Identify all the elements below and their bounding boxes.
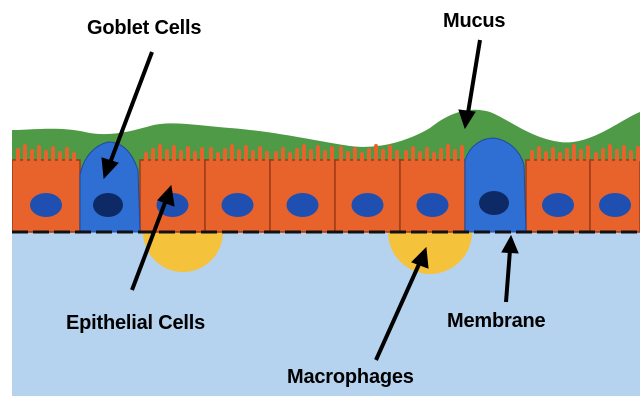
microvillus <box>360 152 364 162</box>
microvillus <box>608 144 612 162</box>
microvillus <box>265 151 269 162</box>
microvillus <box>23 144 27 162</box>
microvillus <box>537 146 541 162</box>
microvillus <box>453 149 457 162</box>
microvillus <box>558 152 562 162</box>
microvillus <box>58 151 62 162</box>
microvillus <box>411 146 415 162</box>
microvillus <box>193 151 197 162</box>
microvillus <box>323 150 327 162</box>
mucus-arrow <box>468 40 480 113</box>
microvillus <box>636 146 640 162</box>
microvillus <box>629 150 633 162</box>
microvillus <box>309 149 313 162</box>
microvillus <box>281 147 285 162</box>
epithelial-nucleus <box>417 193 449 217</box>
microvillus <box>339 146 343 162</box>
goblet-cell <box>465 138 526 232</box>
microvillus <box>446 144 450 162</box>
microvillus <box>601 148 605 162</box>
microvillus <box>367 148 371 162</box>
microvillus <box>51 146 55 162</box>
microvillus <box>209 147 213 162</box>
microvillus <box>151 148 155 162</box>
epithelial-nucleus <box>287 193 319 217</box>
macrophages-label: Macrophages <box>287 366 414 389</box>
microvillus <box>30 149 34 162</box>
microvillus <box>144 152 148 162</box>
microvillus <box>223 148 227 162</box>
microvillus <box>200 147 204 162</box>
microvillus <box>230 144 234 162</box>
microvillus <box>172 145 176 162</box>
microvillus <box>44 150 48 162</box>
microvillus <box>244 145 248 162</box>
mucus-label: Mucus <box>443 10 505 33</box>
microvillus <box>622 145 626 162</box>
microvillus <box>544 151 548 162</box>
microvillus <box>302 144 306 162</box>
microvillus <box>251 150 255 162</box>
goblet-nucleus <box>93 193 123 217</box>
microvillus <box>404 150 408 162</box>
goblet-nucleus <box>479 191 509 215</box>
microvillus <box>432 152 436 162</box>
microvillus <box>186 146 190 162</box>
epithelial-nucleus <box>352 193 384 217</box>
microvillus <box>158 144 162 162</box>
microvillus <box>330 146 334 162</box>
epithelial-nucleus <box>30 193 62 217</box>
epithelial-nucleus <box>222 193 254 217</box>
microvillus <box>179 150 183 162</box>
microvillus <box>72 152 76 162</box>
microvillus <box>530 150 534 162</box>
microvillus <box>572 144 576 162</box>
microvillus <box>288 152 292 162</box>
microvillus <box>65 147 69 162</box>
microvillus <box>594 152 598 162</box>
microvillus <box>418 151 422 162</box>
membrane-label: Membrane <box>447 310 545 333</box>
microvillus <box>579 149 583 162</box>
epithelial-nucleus <box>599 193 631 217</box>
microvillus <box>165 149 169 162</box>
microvillus <box>460 145 464 162</box>
microvillus <box>353 147 357 162</box>
microvillus <box>615 149 619 162</box>
microvillus <box>551 147 555 162</box>
microvillus <box>274 151 278 162</box>
microvillus <box>381 149 385 162</box>
microvillus <box>395 150 399 162</box>
microvillus <box>216 152 220 162</box>
microvillus <box>565 148 569 162</box>
microvillus <box>16 148 20 162</box>
microvillus <box>258 146 262 162</box>
microvillus <box>316 145 320 162</box>
epithelial-nucleus <box>542 193 574 217</box>
microvillus <box>237 149 241 162</box>
epithelial-cell <box>590 144 640 232</box>
microvillus <box>295 148 299 162</box>
microvillus <box>439 148 443 162</box>
microvillus <box>37 145 41 162</box>
microvillus <box>425 147 429 162</box>
goblet-cells-label: Goblet Cells <box>87 17 201 40</box>
microvillus <box>374 144 378 162</box>
microvillus <box>346 151 350 162</box>
goblet-cell <box>80 142 140 232</box>
epithelial-cells-label: Epithelial Cells <box>66 312 205 335</box>
microvillus <box>388 145 392 162</box>
